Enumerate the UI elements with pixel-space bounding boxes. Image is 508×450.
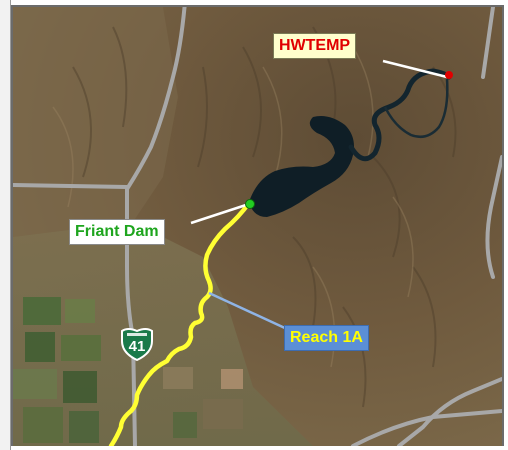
foothills-west [13,7,178,237]
satellite-map[interactable]: HWTEMP Friant Dam Reach 1A 41 [11,5,504,448]
terrain-ridges [72,26,457,408]
map-canvas [13,7,502,446]
highway-number: 41 [128,338,146,355]
river-upstream [383,78,449,138]
reach-1a-label[interactable]: Reach 1A [284,325,369,351]
river-reach-line [108,200,252,446]
farmland-patches [13,297,243,443]
hwtemp-marker[interactable] [445,71,453,79]
terrain-highlights [52,46,414,368]
friant-dam-leader-line [190,202,250,225]
friant-dam-label[interactable]: Friant Dam [69,219,165,245]
bottom-edge [11,446,508,450]
reach-leader-line [208,291,288,331]
reservoir-arm [348,68,452,162]
reservoir [249,116,354,217]
california-state-route-shield-icon: 41 [118,327,156,362]
friant-dam-marker[interactable] [245,199,255,209]
left-panel-edge [0,0,11,450]
hwtemp-leader-line [382,59,448,79]
hwtemp-label[interactable]: HWTEMP [273,33,357,59]
